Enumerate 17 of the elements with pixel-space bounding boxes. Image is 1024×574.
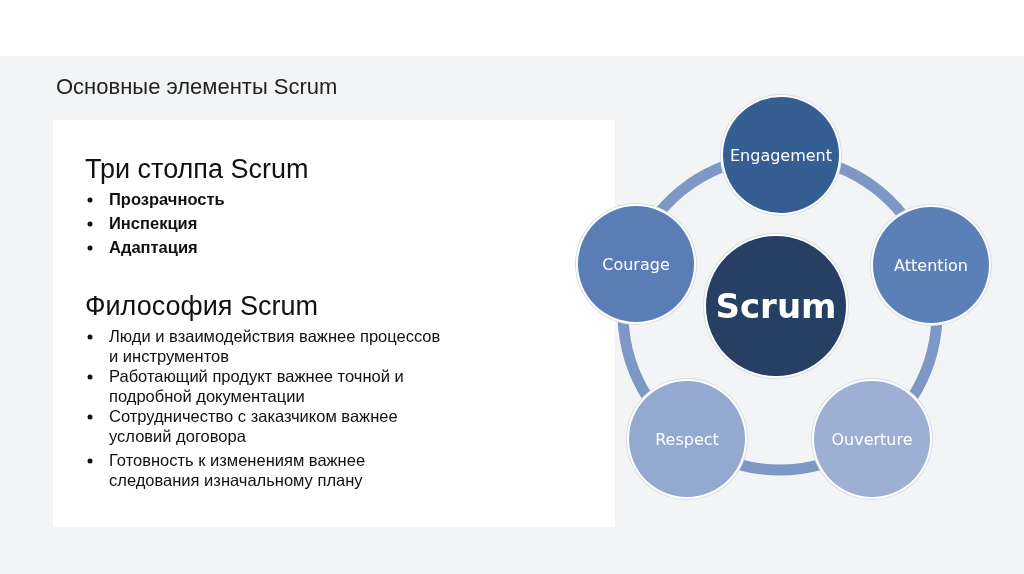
- bullet-item: Инспекция: [85, 213, 449, 233]
- circle-label: Attention: [894, 255, 968, 275]
- bullet-item: Люди и взаимодействия важнее процессов и инструментов: [85, 326, 449, 366]
- bullet-item: Работающий продукт важнее точной и подробной документации: [85, 366, 449, 406]
- circle-label: Courage: [602, 254, 670, 274]
- circle-label: Respect: [655, 429, 719, 449]
- bullet-item: Адаптация: [85, 237, 449, 257]
- circle-label: Scrum: [715, 286, 837, 326]
- circle-label: Ouverture: [831, 429, 913, 449]
- value-circle: [814, 381, 930, 497]
- section-heading: Философия Scrum: [85, 291, 319, 322]
- circle-label: Engagement: [729, 145, 833, 165]
- slide-title: Основные элементы Scrum: [56, 74, 338, 100]
- bullet-item: Прозрачность: [85, 189, 449, 209]
- bullet-item: Сотрудничество с заказчиком важнее условий договора: [85, 406, 449, 446]
- section-heading: Три столпа Scrum: [85, 154, 310, 185]
- bullet-item: Готовность к изменениям важнее следования изначальному плану: [85, 450, 449, 490]
